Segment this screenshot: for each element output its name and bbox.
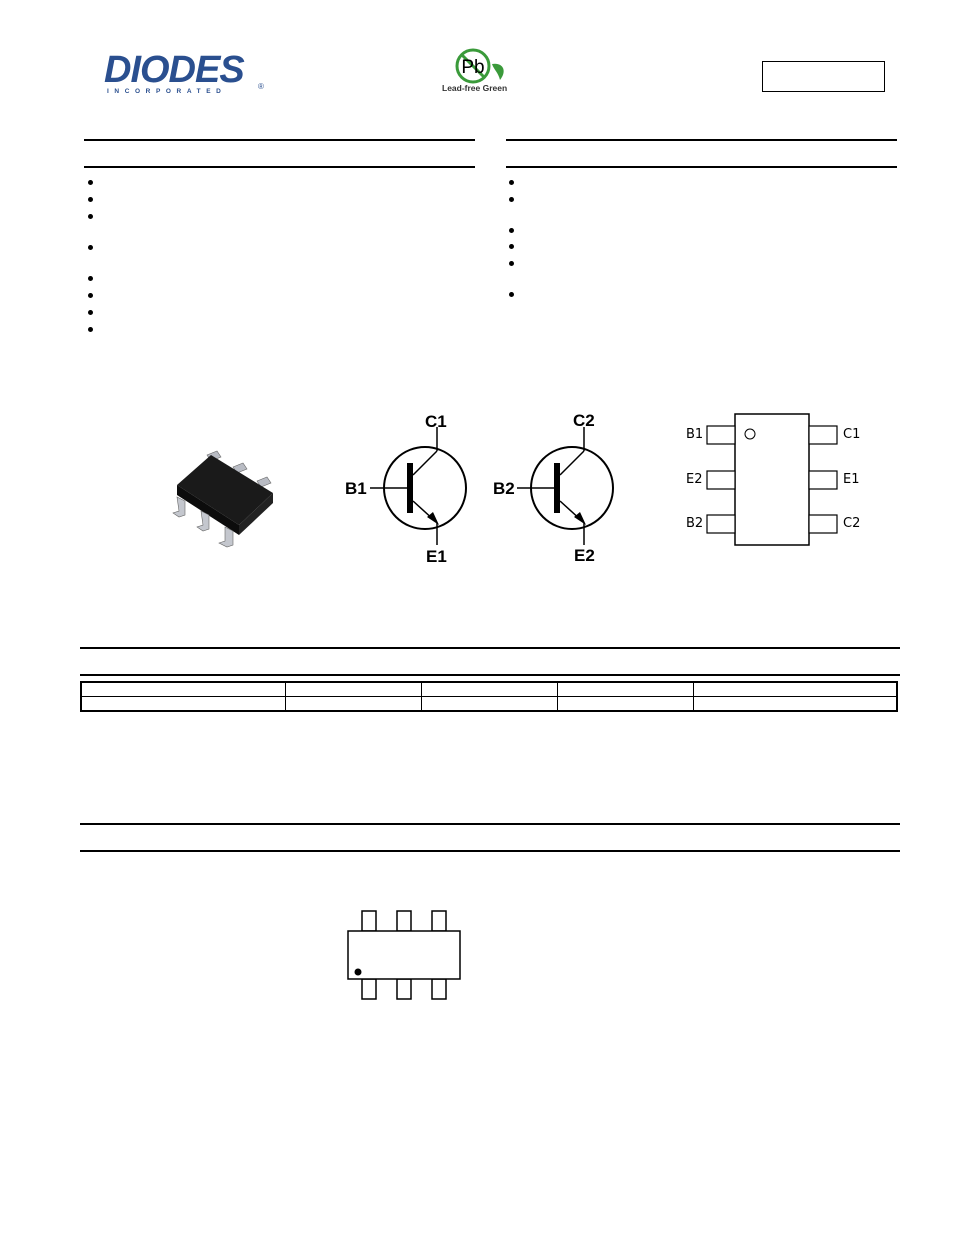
table-cell [80,681,286,697]
pinout-diagram [700,405,870,555]
lead-free-caption: Lead-free Green [442,83,508,93]
table-cell [80,696,286,712]
list-item [88,180,93,185]
package-photo [165,445,285,560]
transistor-2-symbol [477,405,627,575]
pb-free-icon: Pb [455,48,504,84]
pin-label-left: B1 [686,427,704,442]
emitter-1-label: E1 [426,547,447,566]
collector-2-label: C2 [573,411,595,430]
marking-package-diagram [340,905,470,1005]
mechanical-rule-top [506,139,897,141]
emitter-2-label: E2 [574,546,595,565]
table-row [80,681,898,697]
features-rule-bottom [84,166,475,168]
transistor-1-symbol [330,405,480,575]
list-item [509,292,514,297]
list-item [509,261,514,266]
collector-1-label: C1 [425,412,447,431]
mechanical-rule-bottom [506,166,897,168]
table-cell [284,696,422,712]
list-item [88,214,93,219]
list-item [509,244,514,249]
ordering-rule-top [80,647,900,649]
pin-label-left: E2 [686,472,703,487]
table-cell [420,681,558,697]
pin-label-left: B2 [686,516,704,531]
list-item [88,327,93,332]
list-item [509,228,514,233]
logo-registered-mark: ® [258,82,264,91]
base-2-label: B2 [493,479,515,498]
list-item [509,197,514,202]
pin-label-right: C1 [843,427,861,442]
list-item [88,293,93,298]
table-cell [284,681,422,697]
logo-sub: INCORPORATED [107,88,227,95]
list-item [88,310,93,315]
marking-rule-bottom [80,850,900,852]
part-number-box [762,61,885,92]
ordering-rule-bottom [80,674,900,676]
list-item [88,197,93,202]
logo-brand: DIODES [104,49,245,91]
base-1-label: B1 [345,479,367,498]
pb-symbol: Pb [461,57,484,78]
table-cell [556,681,694,697]
table-cell [692,696,898,712]
pin-label-right: E1 [843,472,860,487]
ordering-table [80,681,898,712]
features-rule-top [84,139,475,141]
table-cell [692,681,898,697]
table-cell [556,696,694,712]
list-item [88,245,93,250]
table-row [80,696,898,712]
list-item [509,180,514,185]
lead-free-green-badge: Pb [440,44,516,94]
pin-label-right: C2 [843,516,861,531]
marking-rule-top [80,823,900,825]
list-item [88,276,93,281]
table-cell [420,696,558,712]
